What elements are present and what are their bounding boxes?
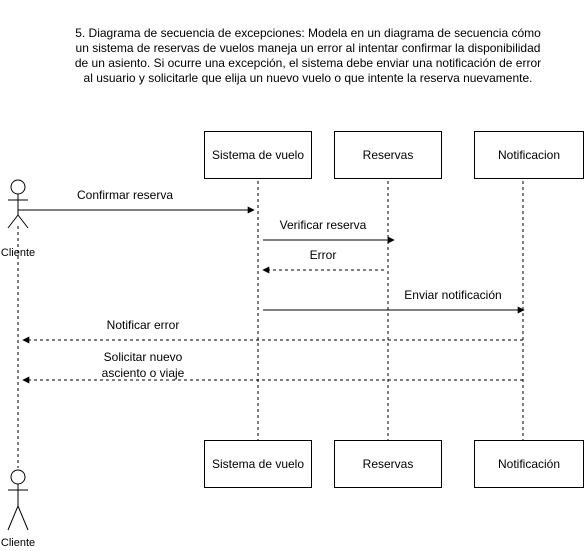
lifeline-box-sistema-bottom: Sistema de vuelo bbox=[204, 440, 312, 488]
lifeline-box-notificacion-bottom: Notificación bbox=[474, 440, 584, 488]
lifeline-box-sistema-top: Sistema de vuelo bbox=[204, 131, 312, 179]
lifeline-box-notificacion-top: Notificacion bbox=[474, 131, 584, 179]
actor-label-top: Cliente bbox=[0, 247, 36, 259]
message-label-solicitar: Solicitar nuevo asciento o viaje bbox=[101, 350, 185, 380]
actor-label-bottom: Cliente bbox=[0, 537, 36, 549]
lifeline-box-reservas-top: Reservas bbox=[334, 131, 442, 179]
message-label-enviar: Enviar notificación bbox=[404, 288, 502, 302]
message-label-error: Error bbox=[309, 248, 337, 262]
cliente-actor-bottom-icon bbox=[7, 469, 29, 531]
diagram-description: 5. Diagrama de secuencia de excepciones:… bbox=[74, 26, 542, 85]
cliente-actor-top-icon bbox=[7, 179, 29, 229]
message-label-confirmar: Confirmar reserva bbox=[76, 188, 174, 202]
message-label-notificar: Notificar error bbox=[106, 318, 180, 332]
message-label-verificar: Verificar reserva bbox=[279, 218, 367, 232]
lifeline-box-reservas-bottom: Reservas bbox=[334, 440, 442, 488]
